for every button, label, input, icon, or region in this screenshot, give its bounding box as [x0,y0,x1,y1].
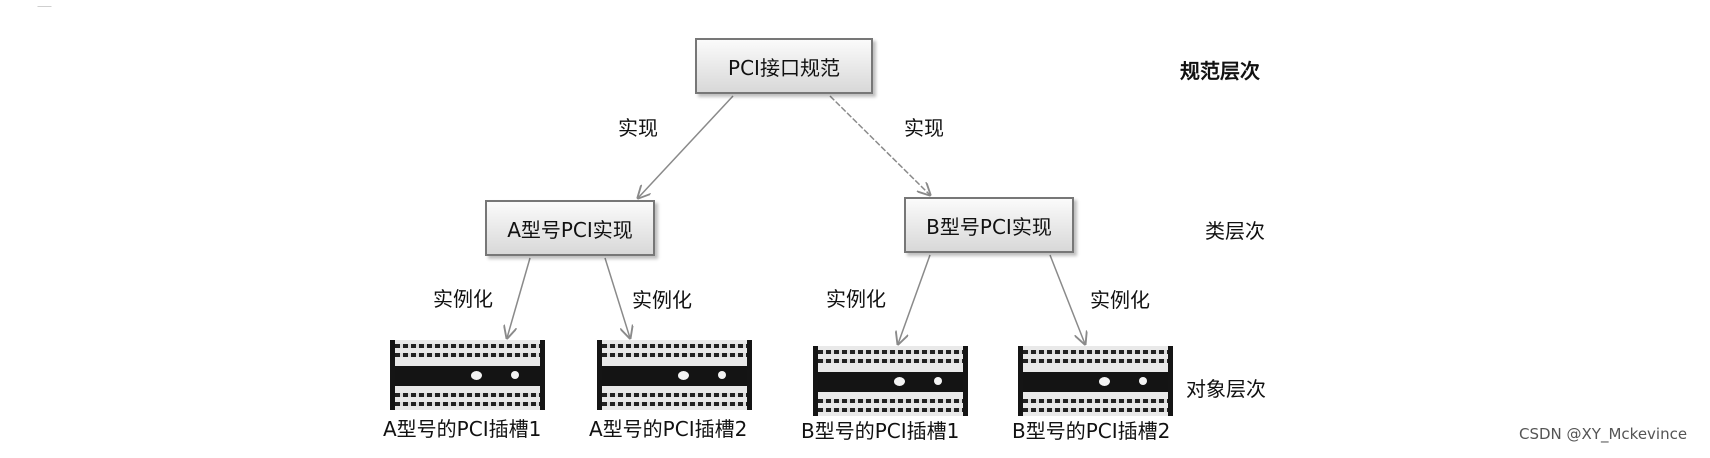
slot-key-notch [894,377,905,386]
slot-pin-rail [395,353,540,357]
level-label-object: 对象层次 [1186,377,1266,401]
pci-spec-node: PCI接口规范 [695,38,873,94]
slot-pin-rail [1023,408,1168,412]
slot-key-notch [934,377,942,385]
slot-pin-rail [395,393,540,397]
edge-spec-to-type-b [829,95,930,195]
slot-key-notch [678,371,689,380]
edge-type-a-to-slot-a1 [507,257,531,338]
pci-slot-a1-image [390,340,545,410]
slot-key-notch [718,371,726,379]
slot-pin-rail [818,399,963,403]
type-a-impl-node-label: A型号PCI实现 [507,217,633,242]
edge-label-instantiate-a1: 实例化 [433,287,493,311]
edge-label-instantiate-a2: 实例化 [632,288,692,312]
slot-pin-rail [818,408,963,412]
type-b-impl-node: B型号PCI实现 [904,197,1074,253]
slot-pin-rail [1023,359,1168,363]
pci-slot-a2-image [597,340,752,410]
slot-key-notch [471,371,482,380]
edge-type-b-to-slot-b2 [1049,254,1085,344]
slot-pin-rail [1023,350,1168,354]
slot-caption-a1: A型号的PCI插槽1 [383,417,542,441]
slot-pin-rail [818,359,963,363]
edge-spec-to-type-a [638,95,734,198]
slot-channel [1023,372,1168,392]
edge-label-implement-left: 实现 [618,116,658,140]
slot-caption-a2: A型号的PCI插槽2 [589,417,748,441]
slot-pin-rail [1023,399,1168,403]
csdn-watermark: CSDN @XY_Mckevince [1519,425,1688,443]
type-b-impl-node-label: B型号PCI实现 [926,214,1052,239]
pci-spec-node-label: PCI接口规范 [728,55,840,80]
slot-key-notch [1139,377,1147,385]
edge-type-b-to-slot-b1 [898,254,931,344]
slot-pin-rail [602,402,747,406]
slot-caption-b2: B型号的PCI插槽2 [1012,419,1171,443]
slot-key-notch [511,371,519,379]
slot-key-notch [1099,377,1110,386]
type-a-impl-node: A型号PCI实现 [485,200,655,256]
edge-label-implement-right: 实现 [904,116,944,140]
slot-pin-rail [395,344,540,348]
slot-pin-rail [395,402,540,406]
slot-pin-rail [602,393,747,397]
level-label-class: 类层次 [1205,219,1265,243]
edge-label-instantiate-b2: 实例化 [1090,288,1150,312]
level-label-spec: 规范层次 [1180,59,1260,83]
slot-channel [395,366,540,386]
pci-slot-b2-image [1018,346,1173,416]
pci-slot-b1-image [813,346,968,416]
slot-channel [818,372,963,392]
slot-pin-rail [818,350,963,354]
slot-channel [602,366,747,386]
slot-pin-rail [602,353,747,357]
slot-pin-rail [602,344,747,348]
edge-label-instantiate-b1: 实例化 [826,287,886,311]
slot-caption-b1: B型号的PCI插槽1 [801,419,960,443]
edge-type-a-to-slot-a2 [604,257,630,338]
